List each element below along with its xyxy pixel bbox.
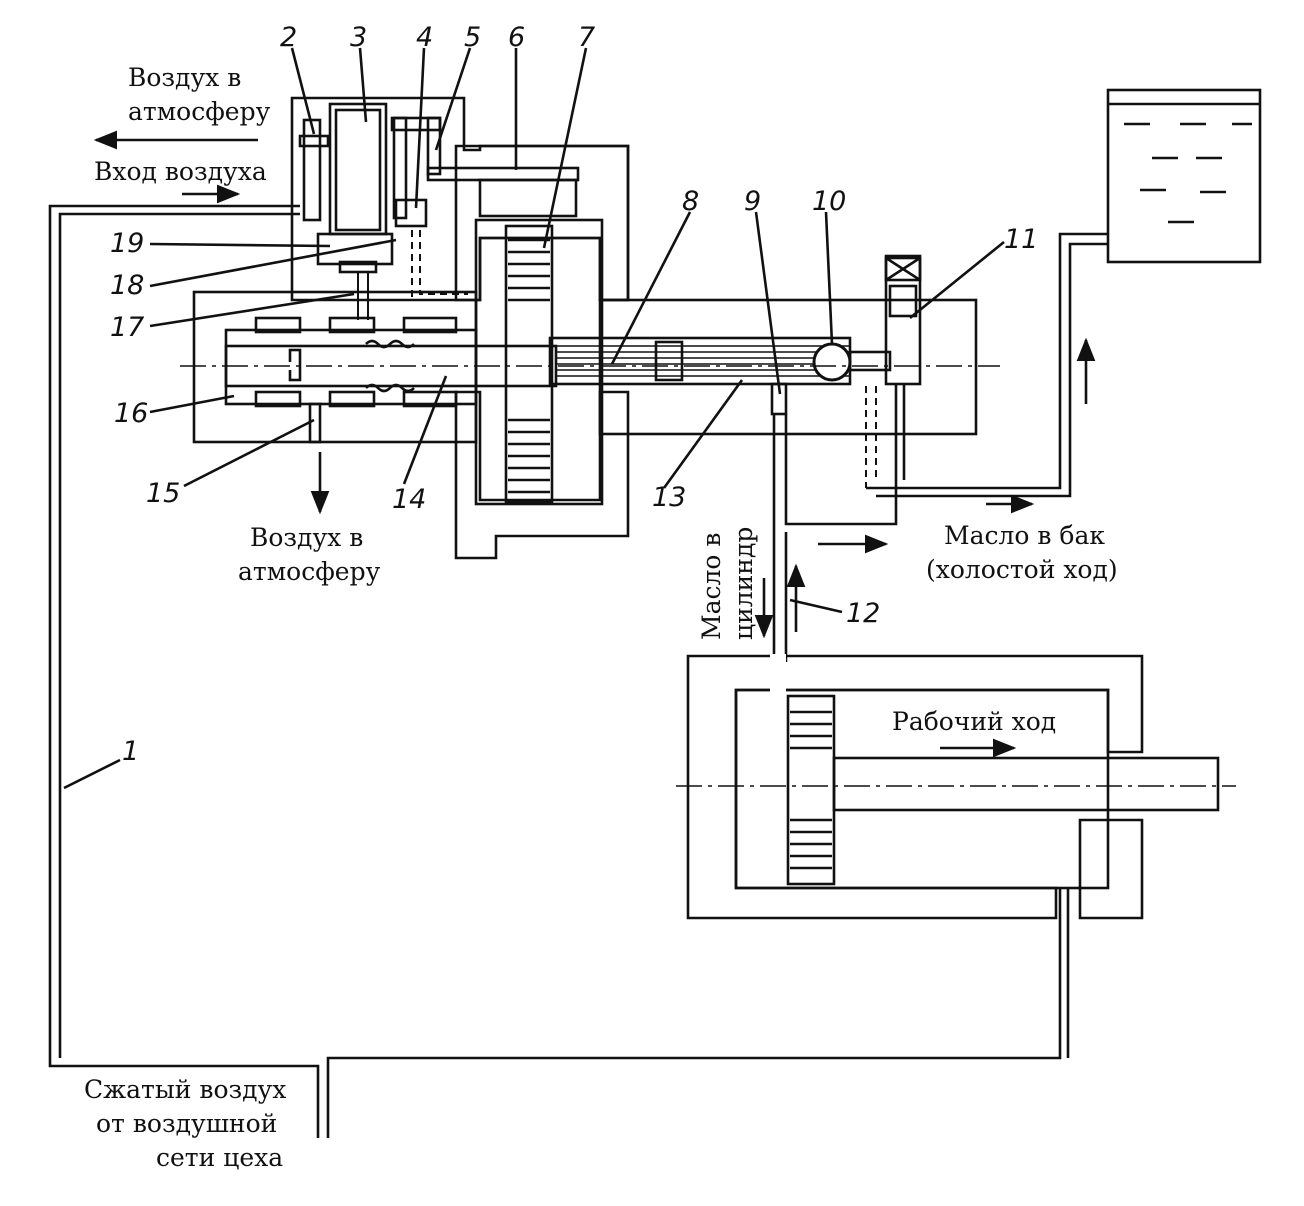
callout-5: 5: [464, 22, 481, 53]
flow-arrows: [93, 130, 1096, 758]
callout-14: 14: [392, 484, 426, 515]
callout-6: 6: [508, 22, 525, 53]
callout-8: 8: [682, 186, 699, 217]
callout-10: 10: [812, 186, 846, 217]
caption-working-stroke: Рабочий ход: [892, 707, 1056, 736]
callout-11: 11: [1004, 224, 1038, 255]
leader-lines: [63, 47, 1005, 790]
caption-supply-line3: сети цеха: [156, 1143, 283, 1172]
callout-16: 16: [114, 398, 148, 429]
callout-numbers: 2 3 4 5 6 7 8 9 10 11 12 13 14 15 16 17 …: [110, 22, 1038, 767]
oil-tank: [1106, 88, 1262, 264]
caption-air-out-top-line2: атмосферу: [128, 97, 271, 126]
callout-19: 19: [110, 228, 144, 259]
air-supply-line: [48, 204, 1070, 1138]
caption-oil-to-cylinder-line2: цилиндр: [729, 527, 758, 640]
callout-17: 17: [110, 312, 144, 343]
work-cylinder: [676, 654, 1236, 920]
plunger-housing: [548, 254, 978, 488]
caption-air-in: Вход воздуха: [94, 157, 267, 186]
caption-oil-to-cylinder-line1: Масло в: [697, 533, 726, 640]
callout-7: 7: [578, 22, 595, 53]
callout-4: 4: [416, 22, 433, 53]
callout-18: 18: [110, 270, 144, 301]
callout-9: 9: [744, 186, 761, 217]
callout-1: 1: [122, 736, 139, 767]
spool-housing: [192, 290, 558, 444]
caption-air-out-bottom-line2: атмосферу: [238, 557, 381, 586]
caption-air-out-top-line1: Воздух в: [128, 63, 241, 92]
air-cylinder: [454, 144, 630, 560]
callout-12: 12: [846, 598, 880, 629]
caption-oil-to-tank-line1: Масло в бак: [944, 521, 1105, 550]
caption-supply-line2: от воздушной: [96, 1109, 277, 1138]
captions: Воздух в атмосферу Вход воздуха Воздух в…: [84, 63, 1118, 1172]
caption-supply-line1: Сжатый воздух: [84, 1075, 286, 1104]
callout-13: 13: [652, 482, 686, 513]
caption-oil-to-tank-line2: (холостой ход): [926, 555, 1118, 584]
caption-air-out-bottom-line1: Воздух в: [250, 523, 363, 552]
callout-2: 2: [280, 22, 297, 53]
callout-15: 15: [146, 478, 180, 509]
oil-lines: [772, 232, 1108, 662]
valve-body: [290, 96, 630, 320]
callout-3: 3: [350, 22, 367, 53]
